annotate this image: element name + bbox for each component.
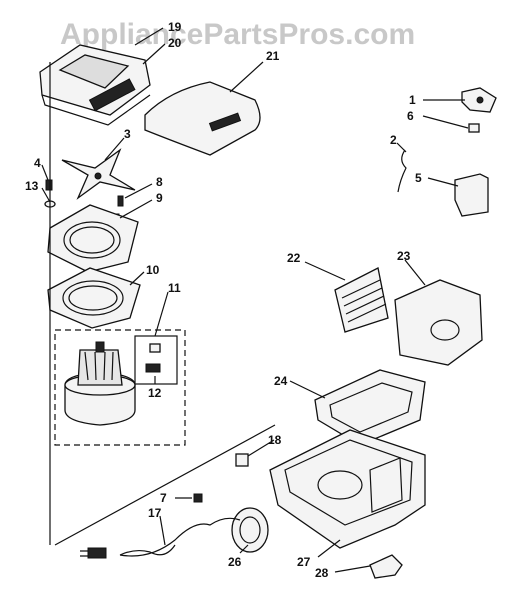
fan-plate: [61, 148, 136, 200]
caster-28: [369, 554, 403, 579]
plug-18: [235, 453, 249, 467]
callout-6: 6: [407, 109, 414, 123]
bracket-5: [454, 173, 489, 217]
callout-labels: 19 20 21 3 4 13 8 9 10 11 12 1 6 2 5 22 …: [25, 20, 422, 580]
callout-18: 18: [268, 433, 282, 447]
motor: [64, 341, 136, 426]
spring-6: [468, 123, 480, 133]
callout-7: 7: [160, 491, 167, 505]
lid-cover: [144, 81, 261, 156]
callout-4: 4: [34, 156, 41, 170]
power-cord: [80, 517, 241, 559]
callout-5: 5: [415, 171, 422, 185]
callout-28: 28: [315, 566, 329, 580]
dust-bag: [394, 279, 483, 366]
screw-8: [117, 195, 124, 207]
motor-brush-kit: [134, 335, 178, 385]
callout-12: 12: [148, 386, 162, 400]
callout-13: 13: [25, 179, 39, 193]
callout-3: 3: [124, 127, 131, 141]
filter-grille: [334, 267, 389, 333]
bag-compartment-frame: [314, 369, 426, 446]
wheel-ring-26: [231, 507, 269, 553]
handle-release-1: [461, 87, 497, 113]
callout-17: 17: [148, 506, 162, 520]
callout-23: 23: [397, 249, 411, 263]
callout-1: 1: [409, 93, 416, 107]
leader-lines: [41, 27, 469, 573]
callout-2: 2: [390, 133, 397, 147]
callout-9: 9: [156, 191, 163, 205]
callout-19: 19: [168, 20, 182, 34]
callout-10: 10: [146, 263, 160, 277]
callout-26: 26: [228, 555, 242, 569]
callout-21: 21: [266, 49, 280, 63]
motor-assembly-box: [54, 329, 186, 446]
wire-2: [397, 149, 407, 193]
watermark-text: AppliancePartsPros.com: [60, 18, 415, 51]
cord-clip-7: [193, 493, 203, 503]
top-cover-housing: [39, 44, 151, 126]
callout-11: 11: [168, 281, 181, 295]
callout-27: 27: [297, 555, 311, 569]
callout-24: 24: [274, 374, 288, 388]
callout-8: 8: [156, 175, 163, 189]
base-housing: [269, 429, 426, 549]
motor-seal-plate: [47, 267, 141, 329]
gasket-plate: [47, 204, 139, 273]
callout-20: 20: [168, 36, 182, 50]
screw-4: [45, 179, 53, 191]
callout-22: 22: [287, 251, 301, 265]
